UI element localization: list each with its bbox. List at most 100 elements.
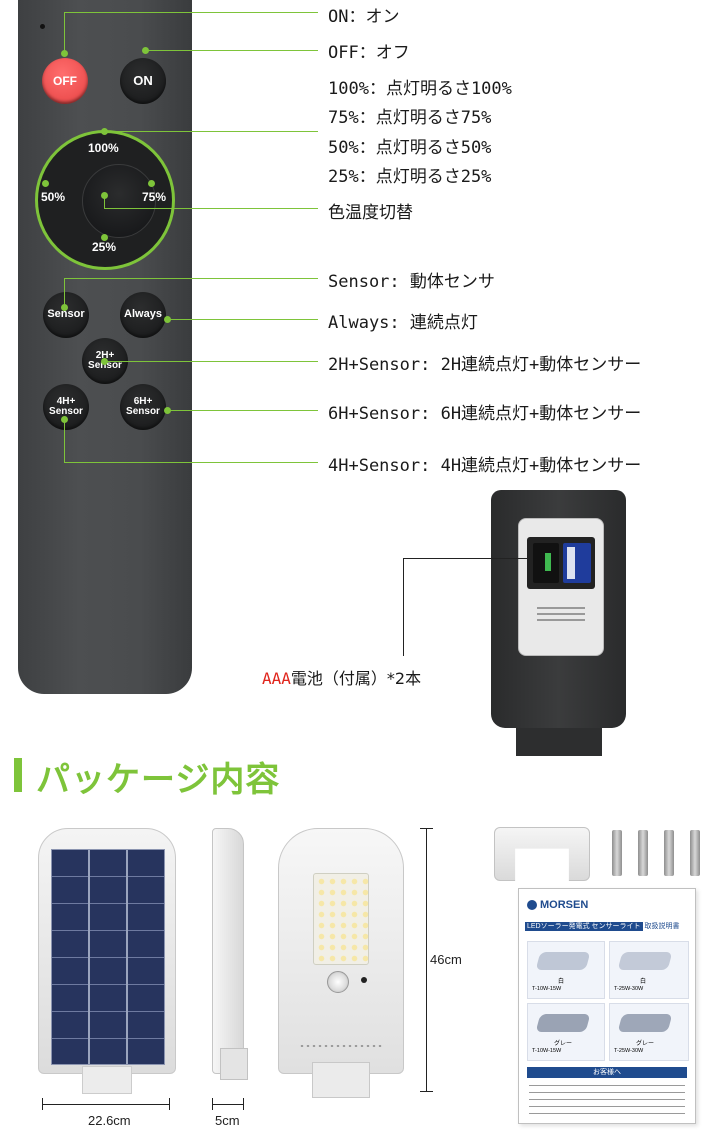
manual-product-4: グレー T-25W-30W — [609, 1003, 689, 1061]
brightness-25-label: 25% — [92, 240, 117, 254]
screw-3 — [664, 830, 674, 876]
callout-dot-25 — [101, 234, 108, 241]
label-2h: 2H+Sensor: 2H連続点灯+動体センサー — [328, 355, 642, 375]
label-75: 75%：点灯明るさ75% — [328, 108, 492, 128]
light-indicator — [361, 977, 367, 983]
width-dim-tick-left — [42, 1098, 43, 1110]
manual-product-3-color: グレー — [554, 1041, 573, 1047]
brightness-50-label: 50% — [41, 190, 66, 204]
height-dim-tick-top — [420, 828, 433, 829]
manual-title-bar: LEDソーラー発電式 センサーライト 取扱説明書 — [525, 921, 689, 933]
ir-sensor-dot — [40, 24, 45, 29]
color-temp-button[interactable] — [82, 164, 156, 238]
manual-product-3: グレー T-10W-15W — [527, 1003, 605, 1061]
remote-back-stand — [516, 728, 602, 756]
solar-mount-front — [82, 1066, 132, 1094]
callout-line-4h-h — [64, 462, 318, 463]
side-view-bracket — [220, 1048, 248, 1080]
6h-sensor-button[interactable]: 6H+ Sensor — [120, 384, 166, 430]
callout-dot-6h — [164, 407, 171, 414]
label-4h: 4H+Sensor: 4H連続点灯+動体センサー — [328, 456, 642, 476]
callout-dot-50 — [42, 180, 49, 187]
manual-product-3-img — [535, 1014, 591, 1032]
battery-slot — [527, 537, 595, 589]
manual-product-3-spec: T-10W-15W — [532, 1048, 562, 1054]
label-color-temp: 色温度切替 — [328, 203, 413, 223]
manual-title-left: LEDソーラー発電式 センサーライト — [525, 922, 643, 931]
battery-2 — [563, 543, 591, 583]
label-25: 25%：点灯明るさ25% — [328, 167, 492, 187]
battery-2-label — [567, 547, 575, 579]
label-always: Always: 連続点灯 — [328, 313, 478, 333]
battery-1-stripe — [545, 553, 551, 571]
label-on: ON：オン — [328, 7, 400, 27]
off-button[interactable]: OFF — [42, 58, 88, 104]
manual-product-1: 白 T-10W-15W — [527, 941, 605, 999]
callout-line-sensor-v — [64, 278, 65, 308]
4h-sensor-top: 4H+ — [56, 395, 76, 407]
manual-brand-text: MORSEN — [540, 899, 589, 911]
screw-2 — [638, 830, 648, 876]
mounting-bracket — [494, 827, 590, 881]
depth-dim-tick-left — [212, 1098, 213, 1110]
callout-line-brightness — [104, 131, 318, 132]
2h-sensor-top: 2H+ — [95, 349, 115, 361]
height-dim-tick-bottom — [420, 1091, 433, 1092]
label-100: 100%：点灯明るさ100% — [328, 79, 512, 99]
manual-product-2-img — [617, 952, 673, 970]
brightness-100-label: 100% — [88, 141, 119, 155]
package-heading: パッケージ内容 — [36, 760, 281, 800]
callout-dot-2h — [101, 358, 108, 365]
callout-line-2h — [104, 361, 318, 362]
vent-row — [299, 1045, 383, 1047]
callout-line-on-h — [64, 12, 318, 13]
battery-compartment — [518, 518, 604, 656]
callout-line-off — [145, 50, 318, 51]
6h-sensor-bottom: Sensor — [126, 406, 160, 417]
battery-rest: 電池（付属）*2本 — [290, 669, 422, 688]
manual-product-1-color: 白 — [558, 979, 565, 985]
manual-product-2-color: 白 — [640, 979, 647, 985]
6h-sensor-top: 6H+ — [133, 395, 153, 407]
pir-sensor — [327, 971, 349, 993]
2h-sensor-bottom: Sensor — [88, 360, 122, 371]
manual-product-2-spec: T-25W-30W — [614, 986, 644, 992]
led-array — [313, 873, 369, 965]
callout-line-6h — [167, 410, 318, 411]
callout-dot-75 — [148, 180, 155, 187]
callout-dot-off — [142, 47, 149, 54]
screw-4 — [690, 830, 700, 876]
height-dim-label: 46cm — [430, 952, 462, 967]
battery-callout-v — [403, 558, 404, 656]
callout-line-always — [167, 319, 318, 320]
screw-1 — [612, 830, 622, 876]
callout-line-4h-v — [64, 420, 65, 462]
label-off: OFF：オフ — [328, 43, 410, 63]
height-dim-line — [426, 828, 427, 1092]
manual-product-1-img — [535, 952, 591, 970]
label-50: 50%：点灯明るさ50% — [328, 138, 492, 158]
depth-dim-tick-right — [243, 1098, 244, 1110]
manual-product-2: 白 T-25W-30W — [609, 941, 689, 999]
on-button[interactable]: ON — [120, 58, 166, 104]
solar-panel-grid — [51, 849, 165, 1065]
callout-line-colortemp-v — [104, 195, 105, 208]
heading-accent-bar — [14, 758, 22, 792]
callout-line-colortemp — [104, 208, 318, 209]
always-button[interactable]: Always — [120, 292, 166, 338]
callout-line-sensor-h — [64, 278, 318, 279]
remote-back-view — [491, 490, 626, 756]
depth-dim-line — [212, 1104, 244, 1105]
callout-dot-on — [61, 50, 68, 57]
4h-sensor-button[interactable]: 4H+ Sensor — [43, 384, 89, 430]
label-sensor: Sensor: 動体センサ — [328, 272, 495, 292]
battery-label: AAA電池（付属）*2本 — [262, 665, 421, 689]
width-dim-line — [42, 1104, 170, 1105]
4h-sensor-bottom: Sensor — [49, 406, 83, 417]
light-body — [278, 828, 404, 1074]
sensor-button[interactable]: Sensor — [43, 292, 89, 338]
remote-control: OFF ON 100% 50% 75% 25% Sensor Always 2H… — [18, 0, 192, 694]
callout-dot-4h — [61, 416, 68, 423]
width-dim-tick-right — [169, 1098, 170, 1110]
callout-dot-always — [164, 316, 171, 323]
